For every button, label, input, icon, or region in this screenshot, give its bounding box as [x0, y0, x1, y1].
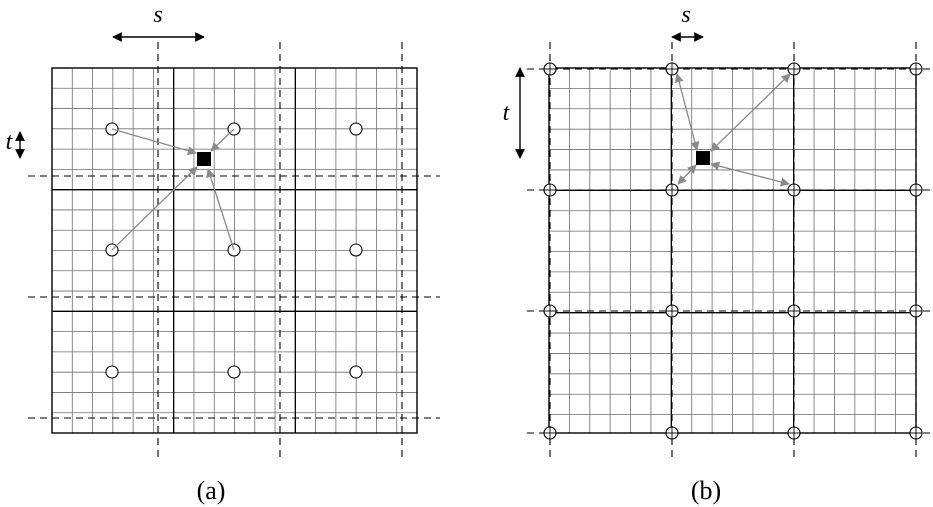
- panel-b: [515, 32, 933, 460]
- panel-a: [15, 32, 440, 460]
- interpolation-arrow: [206, 168, 235, 251]
- sample-circle: [349, 365, 363, 379]
- panel-a-caption: (a): [197, 476, 226, 505]
- sample-circle: [349, 122, 363, 136]
- panel-a-s-label: s: [153, 2, 162, 28]
- target-square: [696, 151, 710, 165]
- sample-circle: [349, 243, 363, 257]
- sample-circle: [227, 365, 241, 379]
- panel-a-border: [51, 67, 418, 434]
- panel-a-t-label: t: [6, 129, 14, 155]
- panel-b-caption: (b): [691, 476, 721, 505]
- sample-circle: [105, 365, 119, 379]
- interpolation-arrow: [674, 73, 700, 151]
- panel-b-t-label: t: [503, 100, 511, 126]
- target-square: [197, 152, 211, 166]
- interpolation-arrow: [677, 164, 697, 185]
- interpolation-arrow: [111, 166, 198, 251]
- interpolation-arrow: [111, 128, 197, 156]
- interpolation-arrow: [210, 128, 235, 152]
- panel-b-s-label: s: [681, 2, 690, 28]
- interpolation-arrow: [710, 73, 791, 152]
- interpolation-arrow: [710, 161, 790, 187]
